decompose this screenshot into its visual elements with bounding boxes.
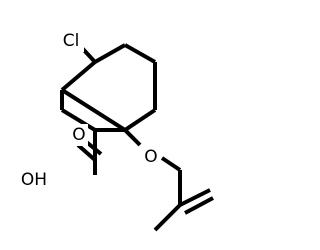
ether-oxygen-label-bg [141, 146, 161, 168]
bond-c6-c5 [124, 43, 156, 64]
bond-ring-cl [80, 46, 97, 64]
benzene-ring [60, 43, 157, 132]
ether-chain [123, 128, 214, 232]
hydroxyl-label-bg [18, 168, 50, 190]
bond-c3-c2 [60, 88, 127, 132]
bond-ring-ether-o [123, 128, 142, 147]
chlorine-label-bg [58, 30, 84, 52]
bond-c-ch2-double-1 [179, 188, 211, 207]
bond-c1-c6 [94, 43, 126, 64]
bond-c-ch2-double-2 [184, 196, 214, 215]
bond-c4-c3 [123, 108, 157, 132]
ether-oxygen-label: O [144, 147, 157, 167]
hydroxyl-label: OH [21, 170, 47, 190]
chlorine-label: Cl [63, 31, 80, 51]
bond-c1-c2 [60, 60, 97, 92]
bond-c3-c4-left [60, 108, 97, 132]
molecule-diagram: Cl O OH O [18, 30, 214, 232]
carbonyl-oxygen-label: O [72, 125, 85, 145]
bond-carboxyl-c-o-double-1 [76, 143, 97, 162]
bond-o-ch2 [160, 156, 182, 172]
carbonyl-oxygen-label-bg [70, 124, 88, 146]
bond-c-ch3 [153, 203, 182, 232]
